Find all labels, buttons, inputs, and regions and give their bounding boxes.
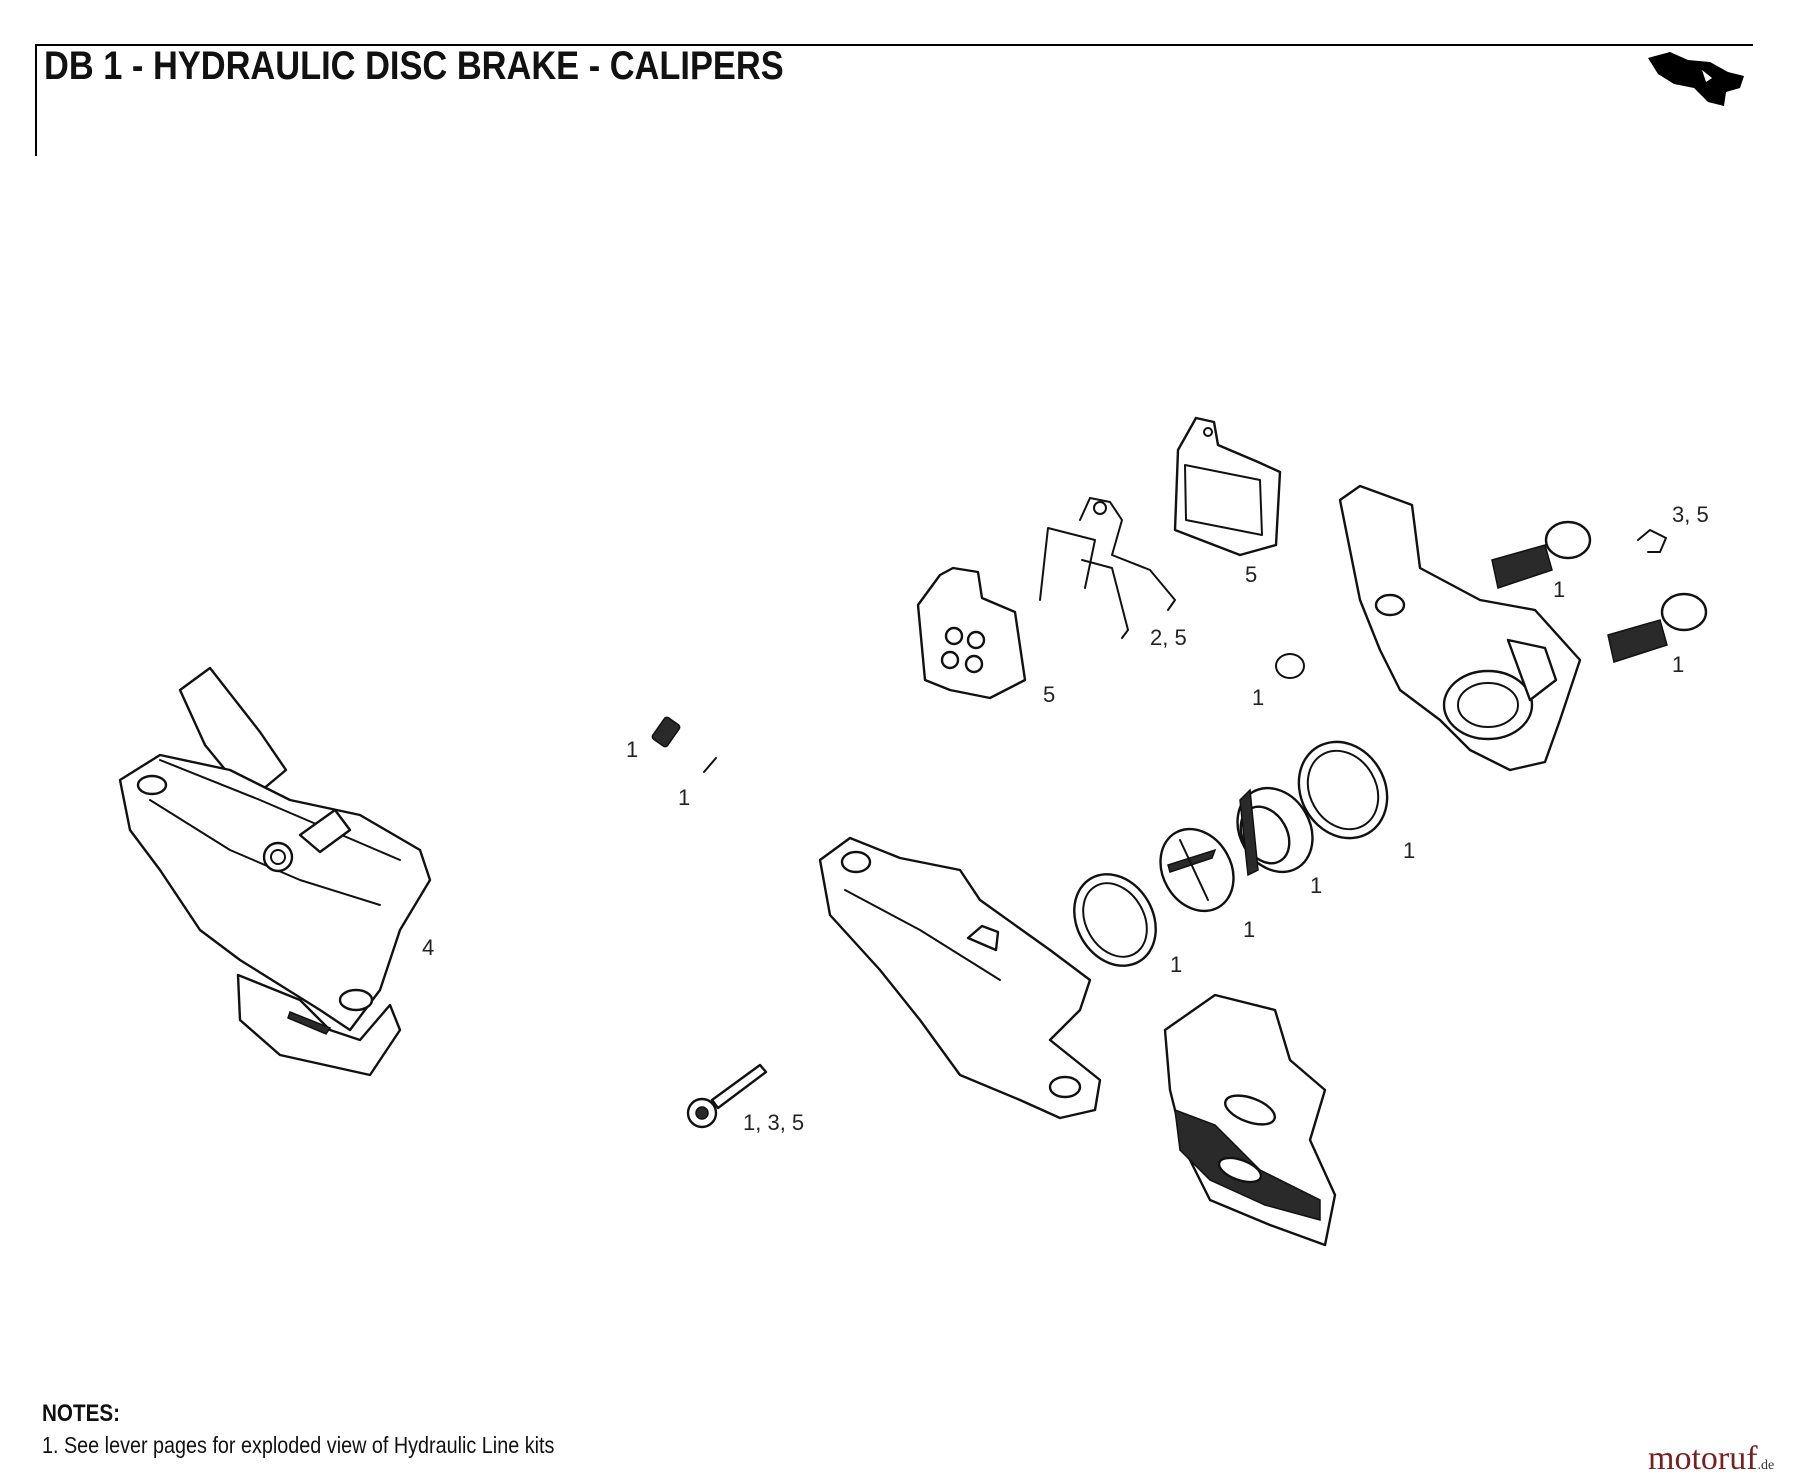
piston (1159, 827, 1235, 913)
callout-label: 1 (1403, 838, 1415, 863)
small-o-ring (1275, 653, 1305, 679)
caliper-half-outboard (1338, 484, 1582, 772)
callout-label: 4 (422, 935, 434, 960)
mounting-bolt-top (1491, 520, 1592, 589)
bleed-screw-part (651, 716, 717, 773)
callout-label: 3, 5 (1672, 502, 1709, 527)
header-rule (37, 44, 1753, 46)
callout-label: 1 (678, 785, 690, 810)
callout-label: 2, 5 (1150, 625, 1187, 650)
caliper-half-inboard (818, 836, 1102, 1120)
callout-label: 1, 3, 5 (743, 1110, 804, 1135)
brake-pad-left (916, 566, 1027, 700)
header-rule-vertical (35, 44, 37, 156)
brand-name: motoruf (1648, 1440, 1758, 1477)
piston-seal-large (1297, 740, 1389, 840)
retaining-clip (1637, 529, 1667, 553)
pad-retainer (1163, 993, 1337, 1247)
piston-seal-left (1073, 873, 1157, 967)
page-title: DB 1 - HYDRAULIC DISC BRAKE - CALIPERS (44, 44, 784, 88)
assembled-caliper (118, 666, 432, 1077)
pad-pin-bolt (686, 1063, 768, 1129)
callout-label: 1 (1170, 952, 1182, 977)
callout-label: 1 (1553, 577, 1565, 602)
piston-ring (1236, 786, 1314, 877)
caliper-silhouette-icon (1648, 52, 1744, 106)
notes-section: NOTES: 1. See lever pages for exploded v… (42, 1400, 638, 1459)
brake-pad-right (1173, 416, 1282, 557)
notes-title: NOTES: (42, 1400, 120, 1427)
brand-tld: .de (1757, 1458, 1775, 1473)
brand-logo: motoruf.de (1648, 1440, 1774, 1478)
callout-label: 5 (1245, 562, 1257, 587)
callout-label: 1 (1243, 917, 1255, 942)
callout-label: 1 (1672, 652, 1684, 677)
pad-spring (1039, 497, 1176, 639)
callout-label: 1 (626, 737, 638, 762)
notes-item: 1. See lever pages for exploded view of … (42, 1432, 555, 1458)
callout-label: 1 (1310, 873, 1322, 898)
callout-label: 5 (1043, 682, 1055, 707)
mounting-bolt-bottom (1607, 592, 1708, 663)
callout-label: 1 (1252, 685, 1264, 710)
